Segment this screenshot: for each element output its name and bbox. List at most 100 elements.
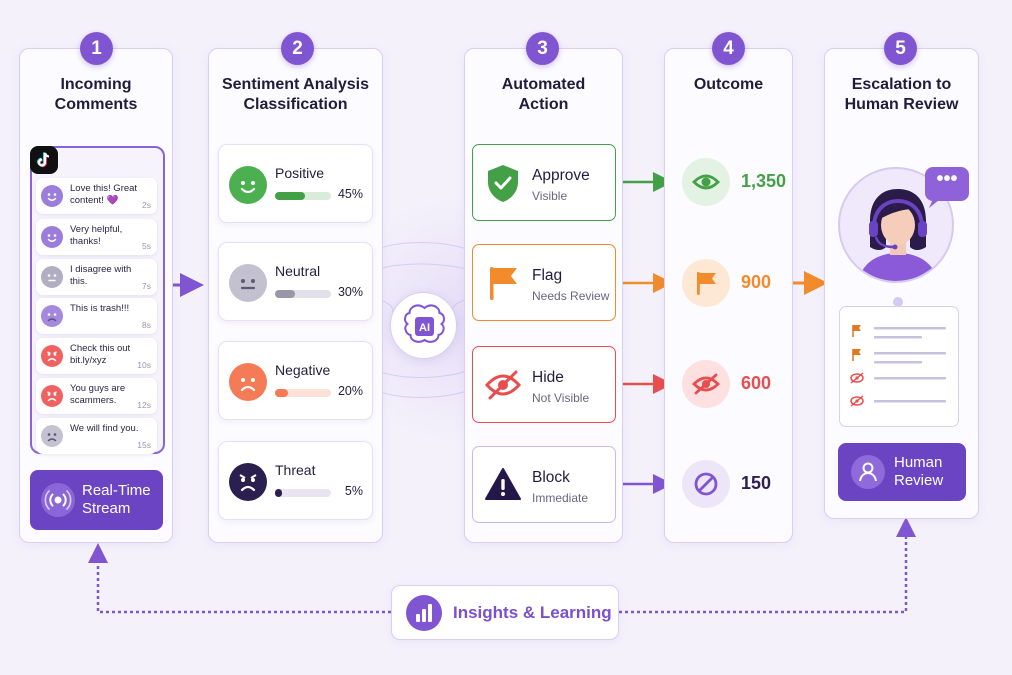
sentiment-name: Positive <box>275 165 325 181</box>
sentiment-bar <box>275 489 331 497</box>
comment-item[interactable]: Very helpful, thanks! 5s <box>36 219 157 255</box>
action-subtitle: Immediate <box>532 491 589 505</box>
comment-text: You guys are scammers. <box>70 383 126 406</box>
sentiment-name: Threat <box>275 462 316 478</box>
sentiment-bar-fill <box>275 290 296 298</box>
neutral-face-icon <box>41 266 63 288</box>
comment-item[interactable]: You guys are scammers. 12s <box>36 378 157 414</box>
smile-face-icon <box>41 226 63 248</box>
ai-brain-icon: AI <box>404 304 445 343</box>
block-icon <box>682 460 730 508</box>
insights-learning-box[interactable]: Insights & Learning <box>391 585 619 640</box>
sentiment-percent: 45% <box>337 187 363 201</box>
sentiment-percent: 20% <box>337 384 363 398</box>
comment-time: 15s <box>137 440 151 450</box>
insights-label: Insights & Learning <box>453 603 612 622</box>
smile-face-icon <box>41 185 63 207</box>
action-name: Hide <box>532 369 564 386</box>
step-number-4: 4 <box>712 32 745 65</box>
review-queue-panel <box>839 306 959 427</box>
outcome-count: 150 <box>741 473 772 493</box>
headset-agent-icon <box>858 189 938 281</box>
comment-text: I disagree with this. <box>70 264 132 287</box>
frown-face-icon <box>41 305 63 327</box>
outcome-count: 600 <box>741 373 772 393</box>
action-name: Block <box>532 469 570 486</box>
comment-time: 5s <box>142 241 151 251</box>
comment-text: Check this out bit.ly/xyz <box>70 343 131 366</box>
sentiment-card-threat: Threat 5% <box>218 441 373 520</box>
flag-icon <box>682 259 730 307</box>
user-icon <box>851 455 885 489</box>
sentiment-percent: 5% <box>344 484 363 498</box>
action-card-approve[interactable]: Approve Visible <box>472 144 616 221</box>
sentiment-bar <box>275 290 331 298</box>
comment-time: 8s <box>142 320 151 330</box>
sentiment-card-positive: Positive 45% <box>218 144 373 223</box>
comment-time: 7s <box>142 281 151 291</box>
comment-time: 10s <box>137 360 151 370</box>
outcome-count: 1,350 <box>741 171 787 191</box>
step-number-3: 3 <box>526 32 559 65</box>
eye-off-icon <box>850 372 864 384</box>
column-title: Outcome <box>693 76 764 93</box>
feedback-loop-left <box>88 543 391 614</box>
flag-icon <box>484 263 522 303</box>
eye-icon <box>682 158 730 206</box>
smile-face-icon <box>229 166 267 204</box>
warning-icon <box>484 465 522 505</box>
frown-face-icon <box>229 363 267 401</box>
angry-face-icon <box>229 463 267 501</box>
action-subtitle: Not Visible <box>532 391 590 405</box>
comment-item[interactable]: Check this out bit.ly/xyz 10s <box>36 338 157 374</box>
angry-face-icon <box>41 345 63 367</box>
action-subtitle: Needs Review <box>532 289 610 303</box>
comment-text: We will find you. <box>70 423 139 434</box>
flag-icon <box>852 349 861 361</box>
angry-face-icon <box>41 385 63 407</box>
ai-label: AI <box>419 322 430 334</box>
sentiment-name: Negative <box>275 362 331 378</box>
neutral-face-icon <box>229 264 267 302</box>
ai-engine: AI <box>390 292 457 359</box>
tiktok-logo-icon <box>30 146 58 174</box>
outcome-count: 900 <box>741 272 772 292</box>
step-number-1: 1 <box>80 32 113 65</box>
action-card-block[interactable]: Block Immediate <box>472 446 616 523</box>
action-card-hide[interactable]: Hide Not Visible <box>472 346 616 423</box>
comment-time: 2s <box>142 200 151 210</box>
worried-face-icon <box>41 425 63 447</box>
step-number-2: 2 <box>281 32 314 65</box>
sentiment-card-negative: Negative 20% <box>218 341 373 420</box>
broadcast-icon <box>41 483 75 517</box>
comment-text: Love this! Great content! 💜 <box>70 183 138 206</box>
action-name: Flag <box>532 267 563 284</box>
sentiment-bar <box>275 389 331 397</box>
comment-item[interactable]: Love this! Great content! 💜 2s <box>36 178 157 214</box>
sentiment-name: Neutral <box>275 263 321 279</box>
flag-icon <box>852 325 861 337</box>
comment-item[interactable]: We will find you. 15s <box>36 418 157 454</box>
sentiment-bar <box>275 192 331 200</box>
action-card-flag[interactable]: Flag Needs Review <box>472 244 616 321</box>
comment-item[interactable]: I disagree with this. 7s <box>36 259 157 295</box>
comment-text: This is trash!!! <box>70 303 130 314</box>
eye-off-icon <box>484 365 522 405</box>
step-number-5: 5 <box>884 32 917 65</box>
sentiment-bar-fill <box>275 192 306 200</box>
sentiment-bar-fill <box>275 489 282 497</box>
action-name: Approve <box>532 167 590 184</box>
eye-off-icon <box>850 395 864 407</box>
comment-time: 12s <box>137 400 151 410</box>
sentiment-card-neutral: Neutral 30% <box>218 242 373 321</box>
bar-chart-icon <box>406 595 442 631</box>
sentiment-percent: 30% <box>337 285 363 299</box>
comment-item[interactable]: This is trash!!! 8s <box>36 298 157 334</box>
